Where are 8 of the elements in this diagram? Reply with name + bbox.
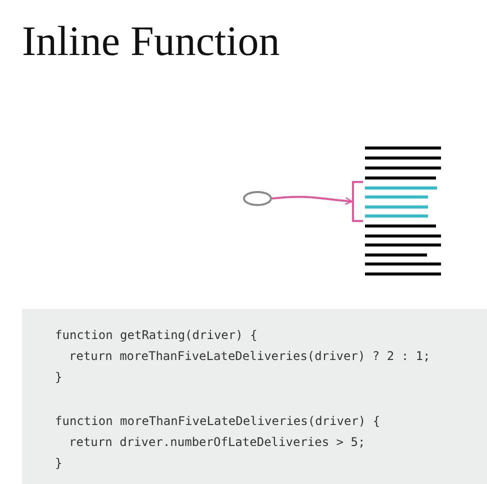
title: Inline Function bbox=[22, 18, 280, 66]
arrow bbox=[272, 196, 353, 205]
code-line: function getRating(driver) { bbox=[55, 328, 258, 342]
code-line: function moreThanFiveLateDeliveries(driver) { bbox=[55, 414, 380, 428]
code-line: } bbox=[55, 370, 62, 384]
code-line: } bbox=[55, 456, 62, 470]
code-line: return moreThanFiveLateDeliveries(driver) ? 2 : 1; bbox=[69, 349, 430, 363]
code-line: return driver.numberOfLateDeliveries > 5; bbox=[69, 435, 366, 449]
